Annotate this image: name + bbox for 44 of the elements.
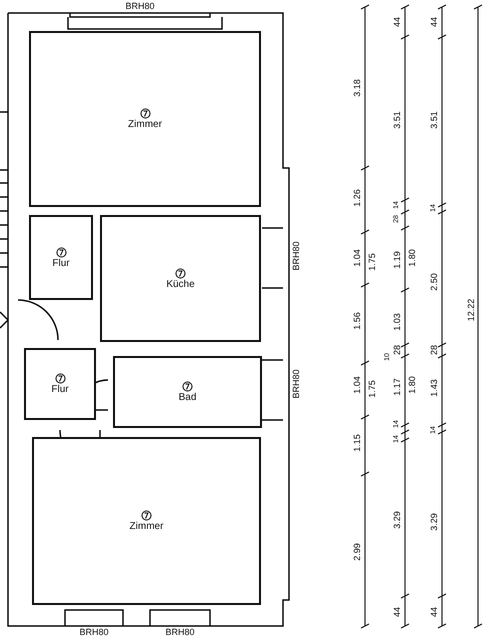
dimension-label: 1.56 — [352, 312, 362, 330]
room-outline — [24, 348, 96, 420]
dimension-label: 2.50 — [429, 273, 439, 291]
room-outline — [29, 215, 93, 300]
dimension-label: 1.80 — [407, 249, 417, 267]
room-outline — [100, 215, 261, 342]
window-sill-height-label: BRH80 — [80, 627, 108, 637]
dimension-label: 1.80 — [407, 376, 417, 394]
dimension-label: 1.75 — [367, 253, 377, 271]
room-name: Bad — [178, 392, 196, 403]
dimension-label: 3.51 — [392, 111, 402, 129]
room-name: Flur — [52, 258, 70, 268]
dimension-label: 1.43 — [429, 379, 439, 397]
dimension-label: 44 — [392, 607, 402, 617]
dimension-label: 3.51 — [429, 111, 439, 129]
room-outline — [113, 356, 262, 428]
dimension-label: 12.22 — [466, 298, 476, 322]
dimension-label: 1.03 — [392, 313, 402, 331]
dimension-label: 28 — [392, 345, 402, 355]
room-name: Zimmer — [130, 521, 164, 532]
dimension-label: 1.26 — [352, 189, 362, 207]
window-sill-height-label: BRH80 — [166, 627, 194, 637]
room-name: Zimmer — [128, 119, 162, 130]
dimension-label: 1.17 — [392, 378, 402, 396]
dimension-label: 44 — [392, 17, 402, 27]
room-outline — [29, 31, 261, 207]
window-sill-height-label: BRH80 — [291, 242, 301, 270]
dimension-label: 3.29 — [429, 513, 439, 531]
dimension-label: 1.75 — [367, 380, 377, 398]
room-name: Flur — [51, 384, 69, 395]
dimension-label: 1.15 — [352, 434, 362, 452]
dimension-label: 1.04 — [352, 376, 362, 394]
dimension-label: 3.18 — [352, 79, 362, 97]
dimension-label: 1.04 — [352, 249, 362, 267]
window-sill-height-label: BRH80 — [291, 370, 301, 398]
room-outline — [32, 437, 261, 605]
dimension-label: 3.29 — [392, 511, 402, 529]
dimension-label: 2.99 — [352, 543, 362, 561]
dimension-label: 44 — [429, 607, 439, 617]
dimension-label: 44 — [429, 17, 439, 27]
room-name: Küche — [166, 278, 195, 290]
window-sill-height-label: BRH80 — [126, 1, 154, 11]
dimension-label: 28 — [429, 345, 439, 355]
dimension-label: 1.19 — [392, 251, 402, 269]
